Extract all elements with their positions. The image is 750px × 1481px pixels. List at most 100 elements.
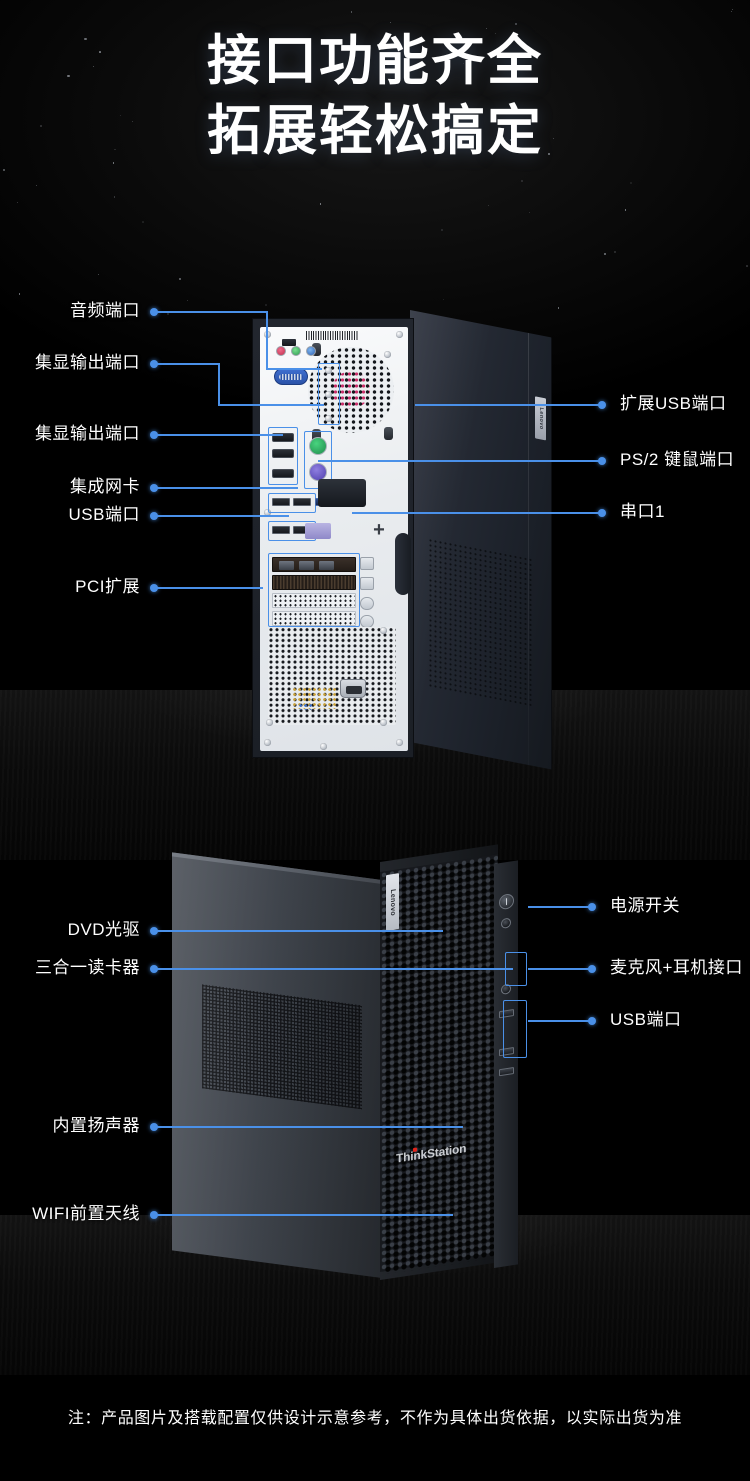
callout-serial-port-1: 串口1 (620, 502, 665, 521)
leader-line (153, 587, 263, 589)
callout-power-switch: 电源开关 (610, 896, 680, 915)
callout-extended-usb: 扩展USB端口 (620, 394, 727, 413)
audio-jack-lineout (291, 346, 301, 356)
leader-line (415, 404, 600, 406)
headline-line-1: 接口功能齐全 (207, 31, 543, 91)
leader-dot (150, 927, 158, 935)
star-dot (389, 21, 391, 23)
pci-slot-cover-2 (272, 611, 356, 626)
leader-line (318, 460, 600, 462)
leader-dot (598, 457, 606, 465)
lenovo-badge-side: Lenovo (535, 396, 546, 441)
leader-dot (150, 431, 158, 439)
chassis-screw (320, 743, 327, 750)
star-dot (731, 8, 734, 11)
chassis-barcode (306, 331, 358, 340)
front-mesh-shadow (384, 856, 498, 1275)
chassis-screw (396, 739, 403, 746)
leader-dot (150, 965, 158, 973)
chassis-screw (264, 739, 271, 746)
leader-line (218, 363, 220, 405)
label-pad (305, 523, 331, 539)
thumbscrew (384, 427, 393, 440)
usb-port (272, 526, 290, 534)
chassis-screw (396, 331, 403, 338)
audio-jack-mic (276, 346, 286, 356)
slot-screw (325, 415, 332, 422)
callout-audio-ports: 音频端口 (70, 301, 140, 320)
star-dot (528, 212, 530, 214)
chassis-handle (395, 533, 411, 595)
leader-dot (150, 484, 158, 492)
leader-dot (150, 360, 158, 368)
leader-dot (150, 1123, 158, 1131)
vga-port (274, 368, 308, 385)
page-title: 接口功能齐全 拓展轻松搞定 (0, 26, 750, 166)
leader-dot (150, 512, 158, 520)
lenovo-badge-text: Lenovo (537, 406, 544, 430)
leader-line (528, 906, 590, 908)
front-usb-port-c (499, 1067, 514, 1077)
rear-chassis: + (252, 318, 414, 758)
io-cover-block (318, 479, 366, 507)
leader-dot (588, 965, 596, 973)
slot-screw (325, 391, 332, 398)
leader-dot (588, 903, 596, 911)
leader-line (153, 363, 220, 365)
callout-mic-headphone: 麦克风+耳机接口 (610, 958, 743, 977)
leader-dot (150, 1211, 158, 1219)
leader-line (153, 930, 443, 932)
star-dot (18, 292, 21, 295)
certification-marks (298, 703, 314, 710)
io-shield-tab (282, 339, 296, 346)
chassis-screw (264, 509, 271, 516)
star-dot (557, 307, 559, 309)
callout-usb-ports-rear: USB端口 (68, 505, 140, 524)
pci-expansion-highlight (268, 553, 360, 627)
leader-line (218, 404, 324, 406)
leader-line (153, 434, 283, 436)
power-supply-grille (268, 627, 396, 725)
display-output-highlight (268, 427, 298, 485)
leader-dot (150, 308, 158, 316)
slot-retainer (360, 577, 374, 590)
tower-front-image: Lenovo ThinkStation (172, 844, 532, 1292)
callout-pci-expansion: PCI扩展 (75, 577, 140, 596)
pci-slot-cover-1 (272, 593, 356, 608)
callout-usb-ports-front: USB端口 (610, 1010, 682, 1029)
callout-dvd-drive: DVD光驱 (67, 920, 140, 939)
star-dot (142, 221, 145, 223)
star-dot (629, 181, 633, 185)
serial-port-knockout: + (373, 518, 385, 541)
tower-rear-image: Lenovo (252, 310, 552, 770)
callout-card-reader: 三合一读卡器 (35, 958, 140, 977)
lenovo-badge-front-text: Lenovo (389, 888, 397, 917)
star-dot (614, 251, 617, 254)
front-usb-highlight (503, 1000, 527, 1058)
star-dot (265, 303, 267, 306)
card-connector (279, 561, 294, 570)
headline-line-2: 拓展轻松搞定 (207, 101, 543, 161)
star-dot (2, 168, 5, 172)
star-dot (521, 179, 524, 182)
callout-speaker: 内置扬声器 (52, 1116, 140, 1135)
thumbscrew-head (384, 351, 391, 358)
star-dot (113, 196, 116, 198)
star-dot (440, 229, 443, 232)
leader-dot (588, 1017, 596, 1025)
lenovo-badge-front: Lenovo (386, 873, 399, 932)
star-dot (97, 274, 100, 276)
rear-fan-grille (308, 347, 394, 433)
status-led (501, 917, 511, 929)
psu-screw (266, 719, 273, 726)
star-dot (746, 265, 748, 267)
pci-card-2 (272, 575, 356, 590)
fan-hub (332, 371, 370, 409)
star-dot (603, 253, 606, 255)
card-connector (319, 561, 334, 570)
star-dot (350, 11, 353, 13)
disclaimer-note: 注：产品图片及搭载配置仅供设计示意参考，不作为具体出货依据，以实际出货为准 (67, 1410, 683, 1427)
power-button[interactable] (499, 893, 514, 911)
psu-screw (380, 719, 387, 726)
